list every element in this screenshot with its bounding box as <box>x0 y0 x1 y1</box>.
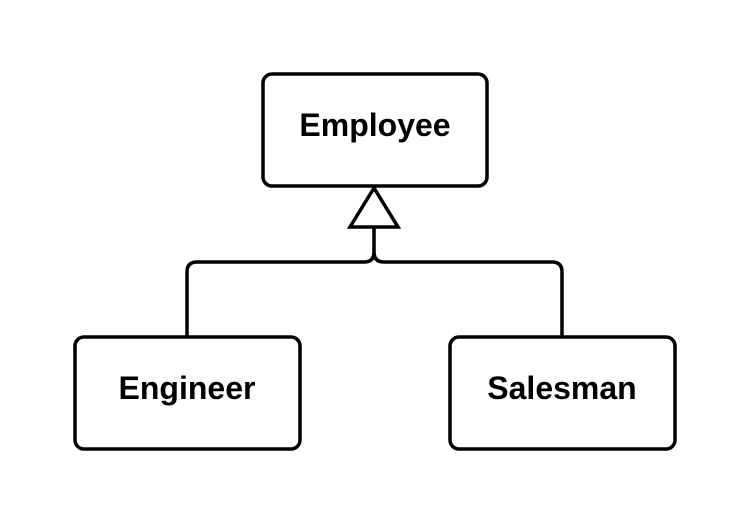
class-label-employee: Employee <box>299 107 450 143</box>
class-box-salesman[interactable] <box>448 335 677 451</box>
class-label-salesman: Salesman <box>487 370 636 406</box>
connector-trunk <box>185 227 376 337</box>
class-node-salesman[interactable]: Salesman <box>448 335 677 451</box>
connector-right-branch <box>372 251 564 337</box>
class-node-engineer[interactable]: Engineer <box>73 335 302 451</box>
generalization-arrow-icon <box>346 184 402 229</box>
class-label-engineer: Engineer <box>119 370 256 406</box>
class-box-engineer[interactable] <box>73 335 302 451</box>
class-box-employee[interactable] <box>261 72 489 188</box>
inheritance-connectors <box>185 227 564 337</box>
class-node-employee[interactable]: Employee <box>261 72 489 188</box>
